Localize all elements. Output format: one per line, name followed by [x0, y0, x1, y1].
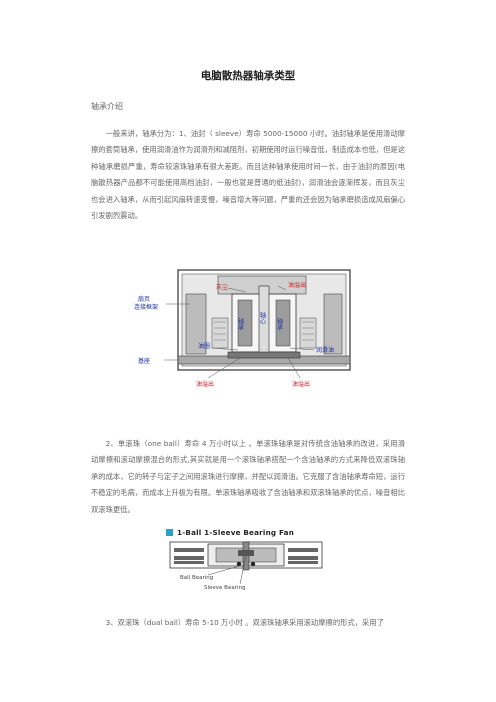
- label-ball-bearing: Ball Bearing: [180, 575, 213, 581]
- frame-outline: [177, 269, 351, 371]
- label-blade: 扇页: [138, 295, 150, 303]
- label-oil-leak-bottom-left: 油溢出: [196, 380, 214, 388]
- fan-blades-right: [288, 548, 318, 564]
- side-wall-right: [323, 293, 343, 355]
- label-connect-frame: 连接框架: [134, 303, 158, 311]
- side-wall-left: [185, 293, 207, 355]
- label-shaft-right: 轴承: [276, 317, 283, 330]
- label-oil-leak-bottom-right: 油溢出: [292, 380, 310, 388]
- paragraph-2: 2、单滚珠（one ball）寿命 4 万小时以上 。单滚珠轴承是对传统含油轴承…: [91, 439, 405, 514]
- label-oil-leak-top: 油溢出: [288, 281, 306, 289]
- base-seal: [227, 351, 301, 359]
- label-base: 基座: [138, 357, 150, 365]
- coil-right: [299, 317, 317, 349]
- label-shaft-left: 轴承: [237, 317, 244, 330]
- label-seal: 油圈: [198, 342, 210, 350]
- sleeve-left: [237, 299, 253, 347]
- document-title: 电脑散热器轴承类型: [200, 70, 296, 82]
- coil-left: [211, 317, 229, 349]
- paragraph-3: 3、双滚珠（dual ball）寿命 5-10 万小时 。双滚珠轴承采用滚动摩擦…: [105, 618, 384, 627]
- ball-sleeve-diagram: Ball Bearing Sleeve Bearing: [169, 541, 323, 591]
- sleeve: [238, 550, 254, 556]
- label-lube: 润滑油: [316, 346, 334, 354]
- label-sleeve-bearing: Sleeve Bearing: [204, 585, 245, 591]
- fan-blades-left: [174, 548, 204, 564]
- sleeve-bearing-diagram: 灰尘 油溢出 扇页 连接框架 轴承 轴心 轴承 油圈 润滑油 基座 油溢出 油溢…: [134, 269, 351, 388]
- leader-lines: [164, 285, 315, 379]
- figure2-title-text: 1-Ball 1-Sleeve Bearing Fan: [177, 528, 295, 537]
- square-bullet-icon: [166, 529, 173, 536]
- sleeve-right: [275, 299, 291, 347]
- paragraph-1: 一般来讲，轴承分为：1、油封（ sleeve）寿命 5000-15000 小时。…: [91, 129, 405, 221]
- ball-right: [250, 561, 256, 567]
- ball-left: [236, 561, 242, 567]
- label-core: 轴心: [259, 311, 266, 324]
- section-label: 轴承介绍: [91, 102, 123, 111]
- figure2-title: 1-Ball 1-Sleeve Bearing Fan: [166, 528, 294, 537]
- label-dust: 灰尘: [216, 283, 228, 291]
